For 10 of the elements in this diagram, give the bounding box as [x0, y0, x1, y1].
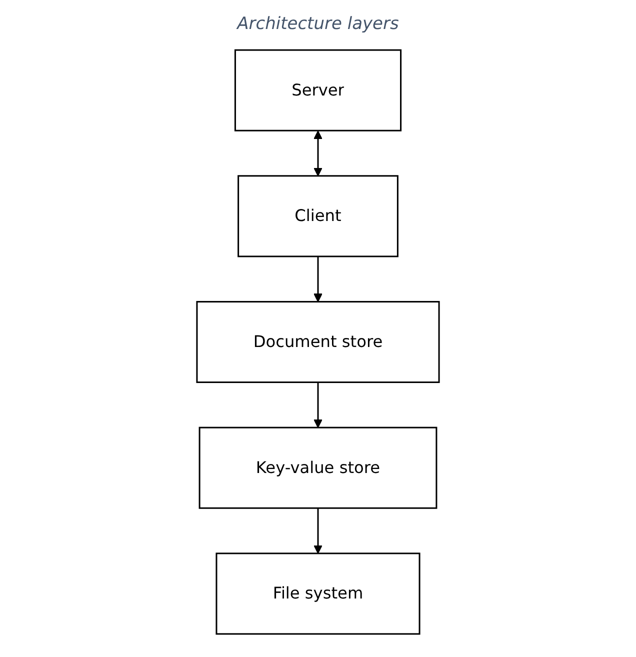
diagram-title: Architecture layers [235, 14, 400, 34]
arrow [314, 256, 322, 302]
node-box: Server [234, 49, 402, 132]
node-box: Document store [196, 300, 440, 384]
arrow [314, 508, 322, 554]
node-box: Key-value store [198, 426, 438, 509]
node-box: Client [238, 175, 398, 258]
arrow [314, 382, 322, 428]
node-box: File system [216, 552, 420, 635]
arrow [314, 130, 322, 176]
